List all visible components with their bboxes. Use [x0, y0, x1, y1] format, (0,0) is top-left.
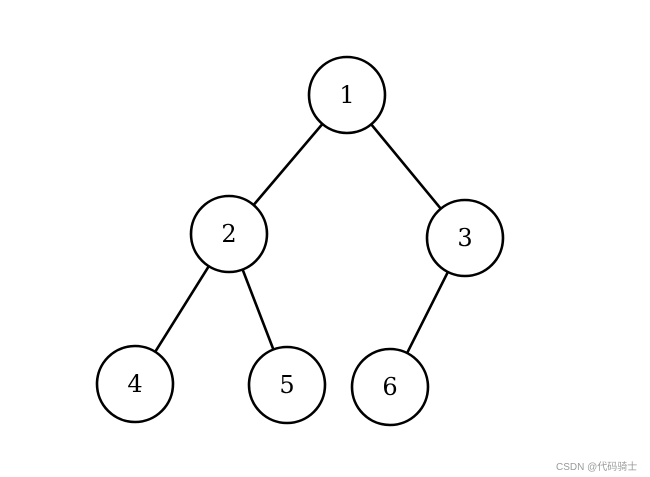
node-label: 1	[339, 81, 354, 109]
node-label: 6	[382, 373, 397, 401]
tree-node-5: 5	[247, 345, 327, 425]
node-label: 2	[221, 220, 236, 248]
edge-n2-n5	[241, 268, 275, 351]
node-circle	[189, 194, 269, 274]
tree-node-2: 2	[189, 194, 269, 274]
tree-node-4: 4	[95, 344, 175, 424]
edge-n1-n3	[369, 123, 443, 210]
watermark: CSDN @代码骑士	[556, 462, 638, 473]
tree-node-3: 3	[425, 198, 505, 278]
tree-edges	[153, 122, 450, 355]
node-circle	[307, 55, 387, 135]
edge-n2-n4	[153, 264, 211, 354]
edge-n1-n2	[252, 122, 324, 207]
node-label: 3	[457, 224, 472, 252]
node-label: 4	[127, 370, 142, 398]
node-label: 5	[279, 371, 294, 399]
tree-nodes: 1 2 3 4 5 6	[95, 55, 505, 427]
node-circle	[350, 347, 430, 427]
node-circle	[247, 345, 327, 425]
edge-n3-n6	[405, 270, 450, 355]
tree-node-6: 6	[350, 347, 430, 427]
node-circle	[95, 344, 175, 424]
tree-node-1: 1	[307, 55, 387, 135]
node-circle	[425, 198, 505, 278]
